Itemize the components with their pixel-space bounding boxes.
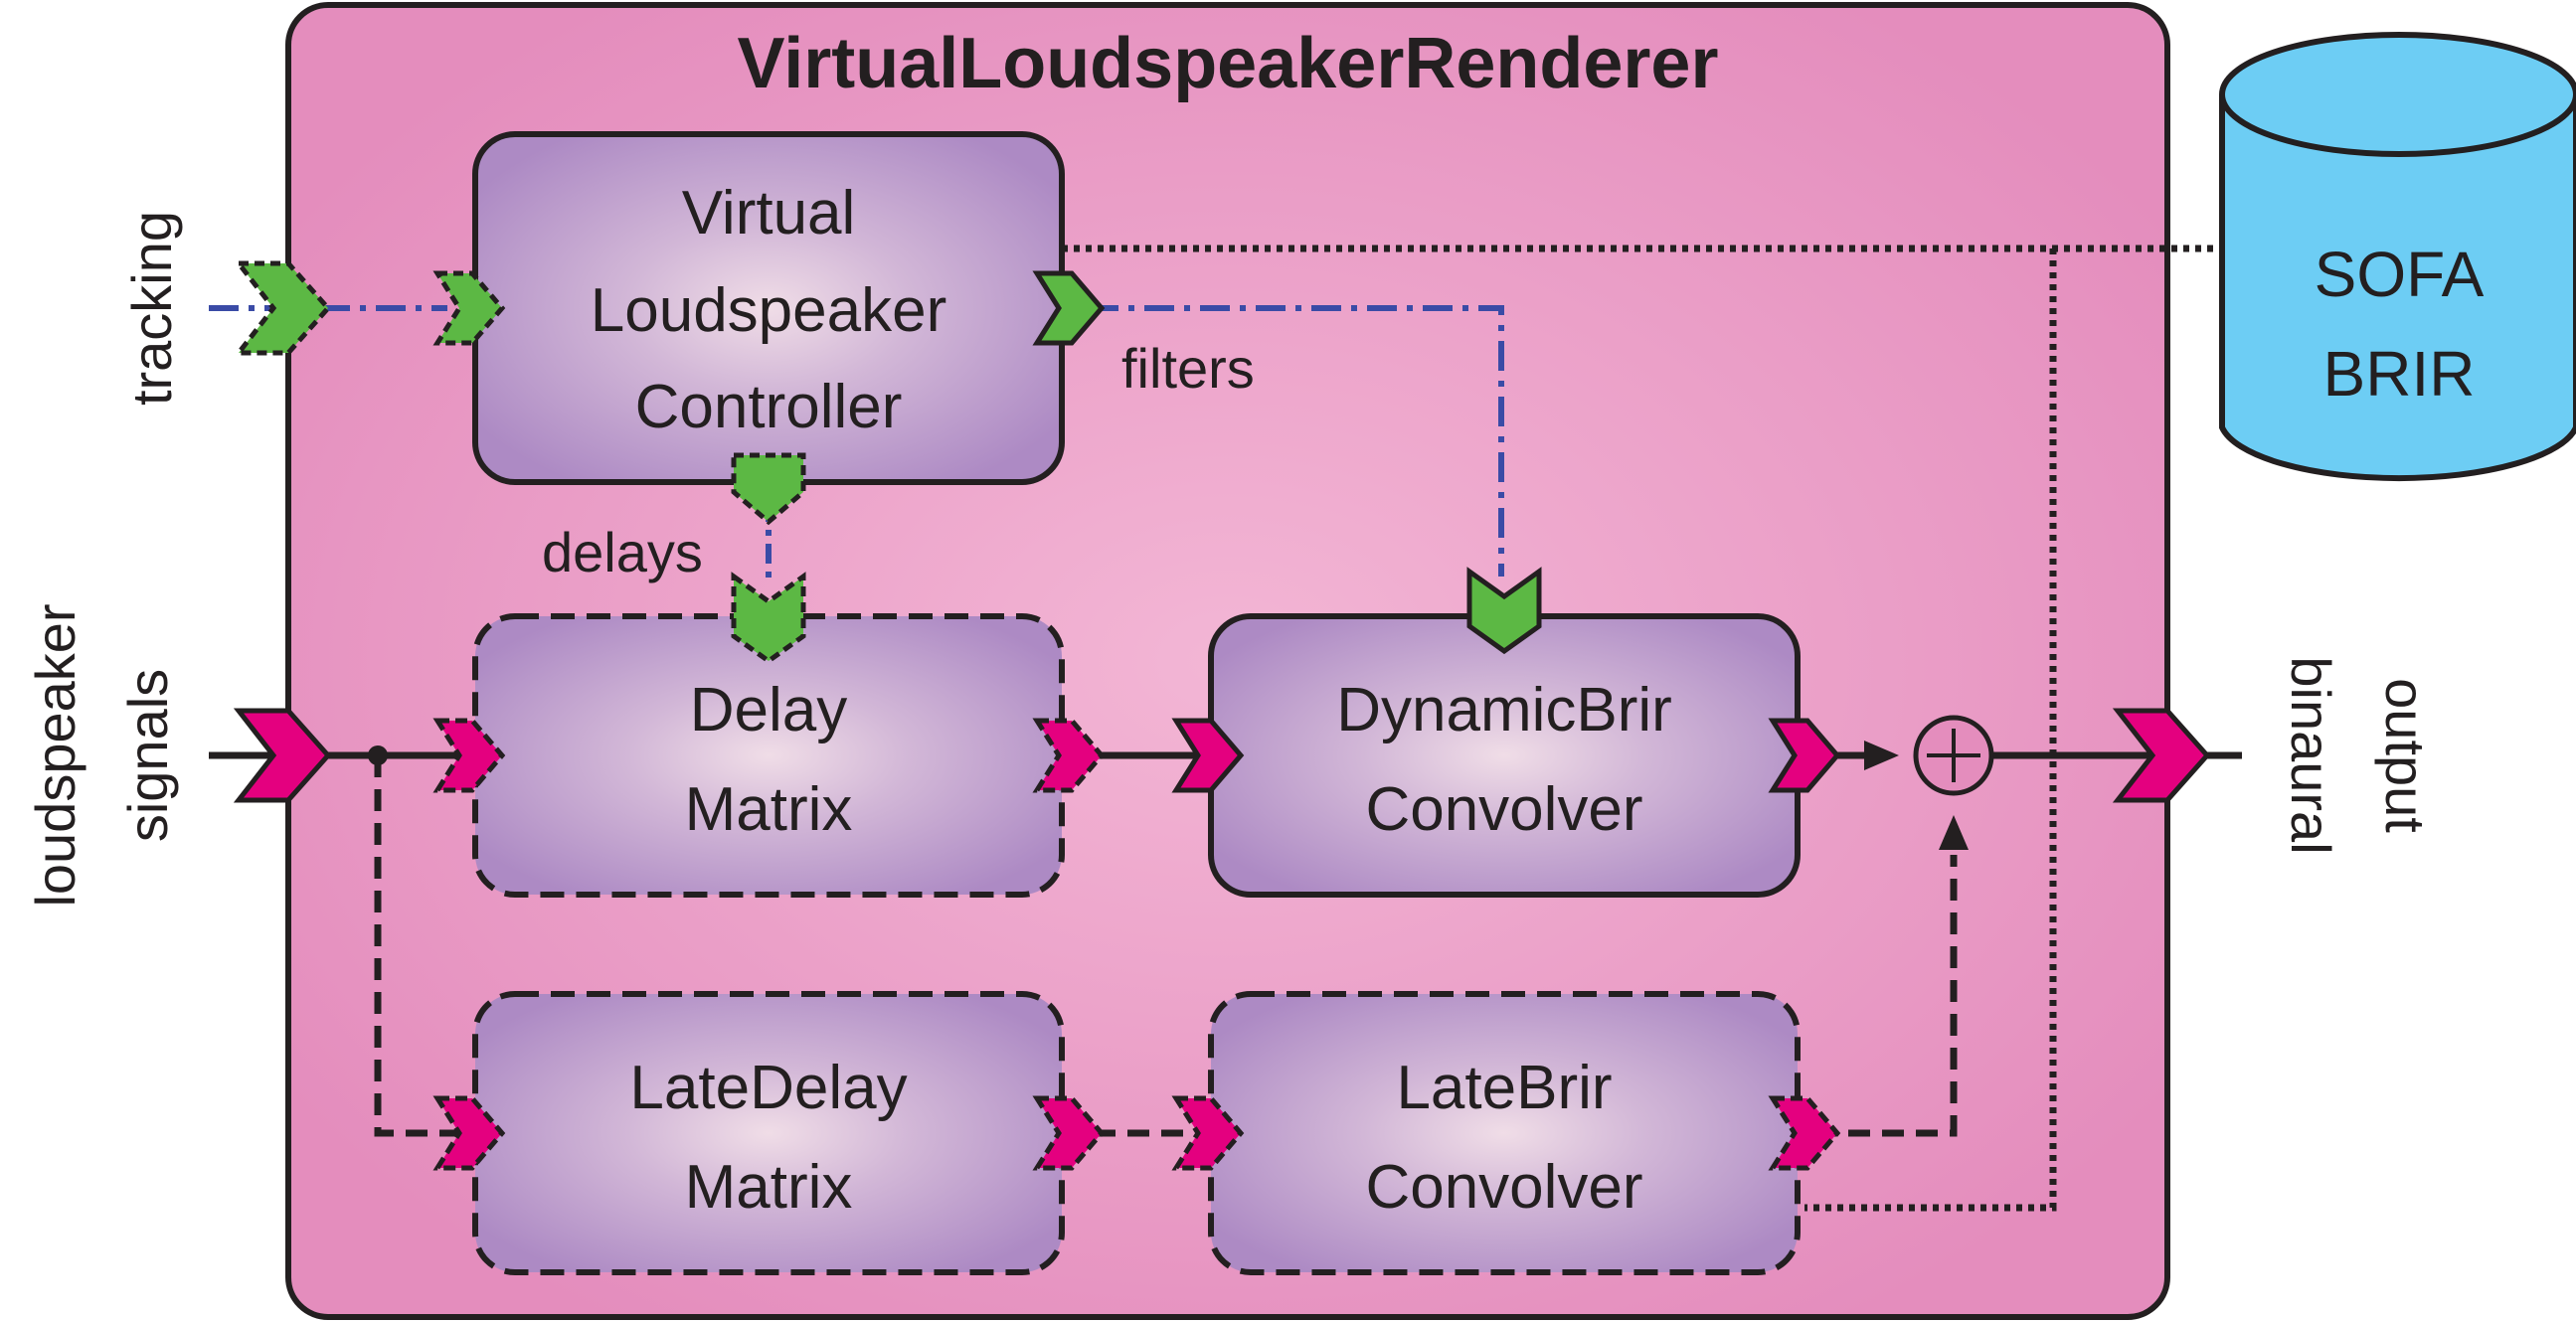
loudspeaker-signals-label-1: loudspeaker [24,603,86,907]
delay-matrix-label-1: Delay [690,676,848,744]
arrow-to-sum-icon [1864,741,1899,770]
param-port-filters-out [1032,270,1106,346]
audio-port-delay-in [432,718,506,793]
delay-matrix-label-2: Matrix [685,775,853,844]
param-port-controller-in [432,270,506,346]
dynamic-brir-label-1: DynamicBrir [1336,676,1672,744]
controller-label-2: Loudspeaker [591,276,947,345]
audio-port-input [233,708,332,803]
controller-label-1: Virtual [682,179,856,248]
audio-port-delay-out [1032,718,1106,793]
param-port-delays-out [731,452,806,526]
audio-port-brir-out [1768,718,1841,793]
late-branch-line [374,755,457,1137]
audio-port-output [2112,708,2211,803]
renderer-title: VirtualLoudspeakerRenderer [737,24,1718,103]
arrow-late-to-sum-icon [1939,815,1969,850]
late-delay-block [472,991,1065,1275]
audio-port-late-brir-in [1171,1095,1245,1171]
audio-port-late-delay-in [432,1095,506,1171]
sofa-label-1: SOFA [2315,239,2485,310]
tracking-label: tracking [120,211,183,406]
late-brir-label-1: LateBrir [1396,1054,1612,1122]
late-brir-block [1208,991,1801,1275]
sofa-brir-database [2219,32,2576,482]
filters-label: filters [1121,337,1255,400]
sofa-label-2: BRIR [2323,338,2476,410]
binaural-output-label-2: output [2374,678,2437,833]
sum-node [1913,715,1994,796]
audio-port-brir-in [1171,718,1245,793]
filters-line [1089,305,1504,577]
audio-port-late-delay-out [1032,1095,1106,1171]
binaural-output-label-1: binaural [2280,656,2342,854]
late-brir-label-2: Convolver [1365,1153,1642,1222]
loudspeaker-signals-label-2: signals [116,669,179,842]
param-port-delays-in [731,572,806,665]
dynamic-brir-block [1208,613,1801,898]
late-delay-label-1: LateDelay [629,1054,907,1122]
dynamic-brir-label-2: Convolver [1365,775,1642,844]
late-delay-label-2: Matrix [685,1153,853,1222]
param-port-tracking-input [233,260,332,356]
param-port-filters-in [1466,567,1542,655]
sofa-late-line [1804,248,2057,1212]
controller-label-3: Controller [635,373,903,441]
audio-port-late-brir-out [1768,1095,1841,1171]
late-brir-to-sum-line [1814,855,1958,1137]
delays-label: delays [542,521,703,583]
